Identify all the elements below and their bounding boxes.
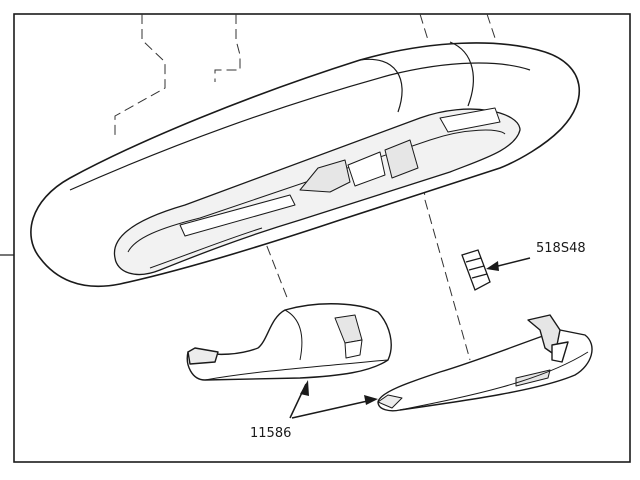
hook-left	[186, 303, 392, 381]
hook-right	[377, 314, 593, 412]
hooks-arrow-right	[291, 399, 373, 419]
overhead-console-housing	[30, 41, 581, 288]
hooks-arrowhead-left	[300, 380, 309, 396]
diagram-frame	[13, 13, 631, 463]
fastener-518S48	[461, 249, 491, 291]
callout-label-hooks: 11586	[250, 426, 291, 441]
hooks-arrowhead-right	[364, 395, 378, 405]
callout-label-fastener: 518S48	[536, 241, 586, 256]
fastener-arrowhead	[486, 261, 499, 271]
